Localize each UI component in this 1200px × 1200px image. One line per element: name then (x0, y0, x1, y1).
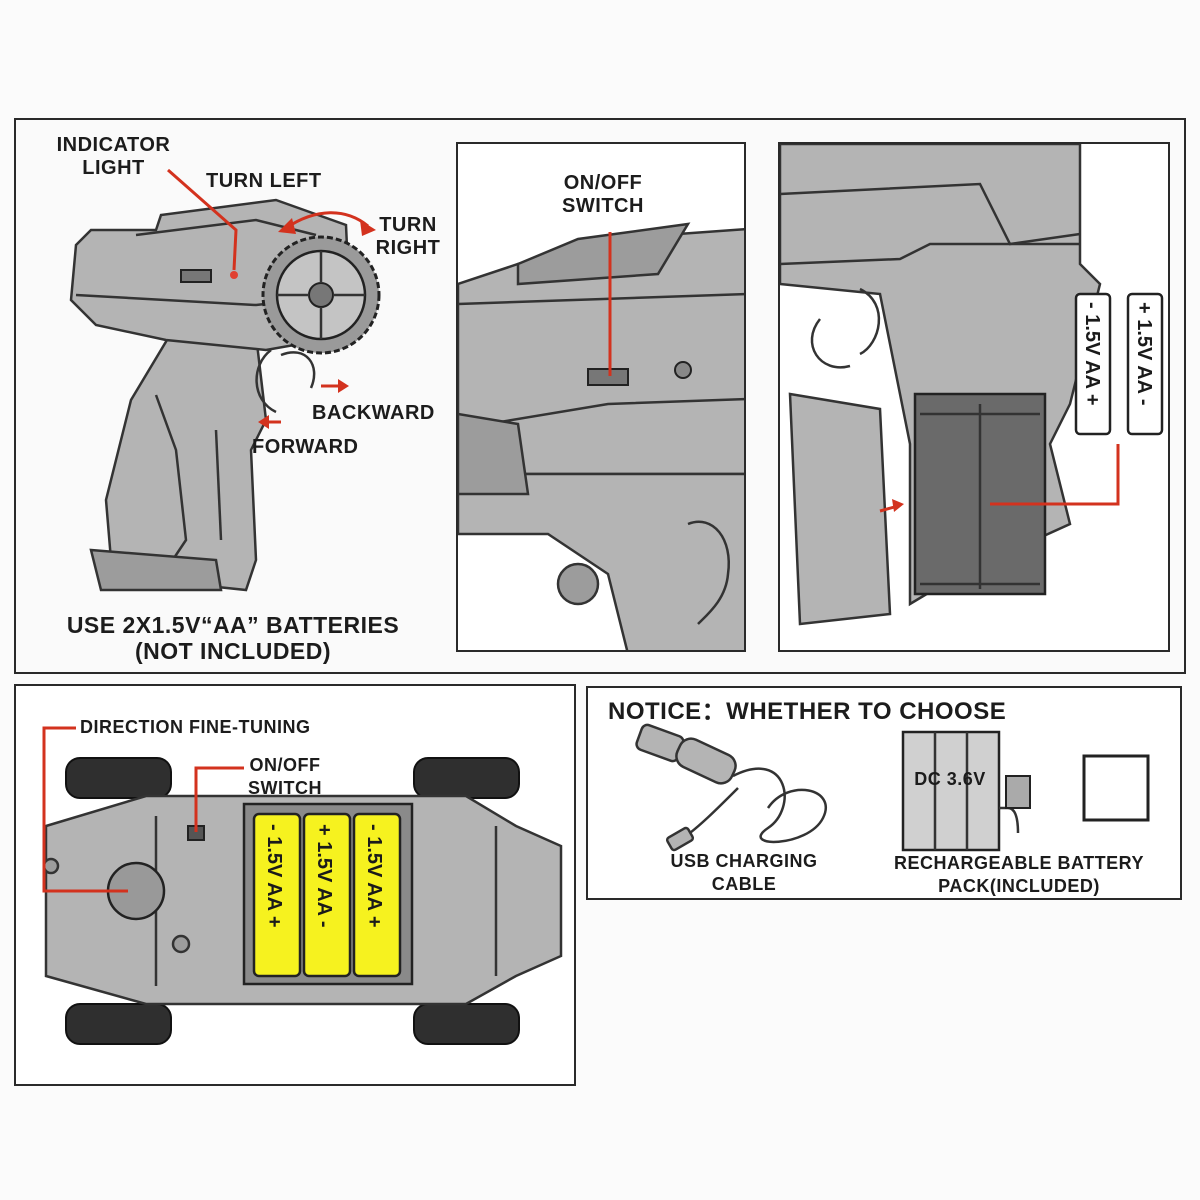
battery-1-text: - 1.5V AA + (263, 824, 285, 928)
panel-notice: NOTICE：WHETHER TO CHOOSE DC 3.6V USB CHA… (586, 686, 1182, 900)
notice-illustration (635, 723, 1150, 852)
backward-label: BACKWARD (312, 402, 435, 424)
tire-rear-right-icon (413, 1003, 520, 1045)
battery-pack-icon (901, 730, 1031, 852)
battery-left-icon (1074, 292, 1112, 436)
panel-on-off-switch: ON/OFF SWITCH (456, 142, 746, 652)
car-underside-illustration: - 1.5V AA + + 1.5V AA - - 1.5V AA + (42, 726, 563, 1045)
rechargeable-battery-pack-label: RECHARGEABLE BATTERY PACK(INCLUDED) (893, 853, 1144, 896)
remote-controller-illustration (69, 168, 381, 592)
indicator-light-label: INDICATOR LIGHT (56, 134, 171, 179)
battery-1-icon (252, 812, 302, 978)
tire-front-left-icon (65, 757, 172, 799)
battery-2-text: + 1.5V AA - (313, 824, 335, 928)
car-on-off-switch-label: ON/OFF SWITCH (248, 755, 322, 798)
battery-3-icon (352, 812, 402, 978)
battery-install-illustration: - 1.5V AA + + 1.5V AA - (780, 144, 1164, 626)
on-off-switch-label: ON/OFF SWITCH (562, 172, 644, 217)
battery-2-icon (302, 812, 352, 978)
forward-label: FORWARD (252, 436, 359, 458)
batteries-requirement: USE 2X1.5V“AA” BATTERIES (66, 612, 400, 638)
battery-3-text: - 1.5V AA + (363, 824, 385, 928)
batteries-not-included: (NOT INCLUDED) (134, 638, 332, 664)
controller-closeup-illustration (458, 222, 744, 650)
tire-rear-left-icon (65, 1003, 172, 1045)
turn-right-label: TURN RIGHT (375, 214, 441, 259)
choice-checkbox-icon (1082, 754, 1150, 822)
direction-fine-tuning-label: DIRECTION FINE-TUNING (80, 717, 311, 737)
notice-title: NOTICE：WHETHER TO CHOOSE (608, 698, 1007, 725)
battery-left-text: - 1.5V AA + (1081, 302, 1103, 406)
steering-wheel-icon (261, 235, 381, 355)
battery-right-text: + 1.5V AA - (1133, 302, 1155, 406)
usb-cable-icon (635, 723, 827, 852)
panel-remote-controller: INDICATOR LIGHT TURN LEFT TURN RIGHT BAC… (14, 118, 1186, 674)
turn-left-label: TURN LEFT (206, 170, 322, 192)
panel-car-underside: - 1.5V AA + + 1.5V AA - - 1.5V AA + DIRE… (14, 684, 576, 1086)
usb-charging-cable-label: USB CHARGING CABLE (670, 851, 818, 894)
tire-front-right-icon (413, 757, 520, 799)
switch-icon (587, 368, 629, 386)
dc-voltage-label: DC 3.6V (914, 769, 986, 789)
panel-battery-install: - 1.5V AA + + 1.5V AA - (778, 142, 1170, 652)
battery-right-icon (1126, 292, 1164, 436)
